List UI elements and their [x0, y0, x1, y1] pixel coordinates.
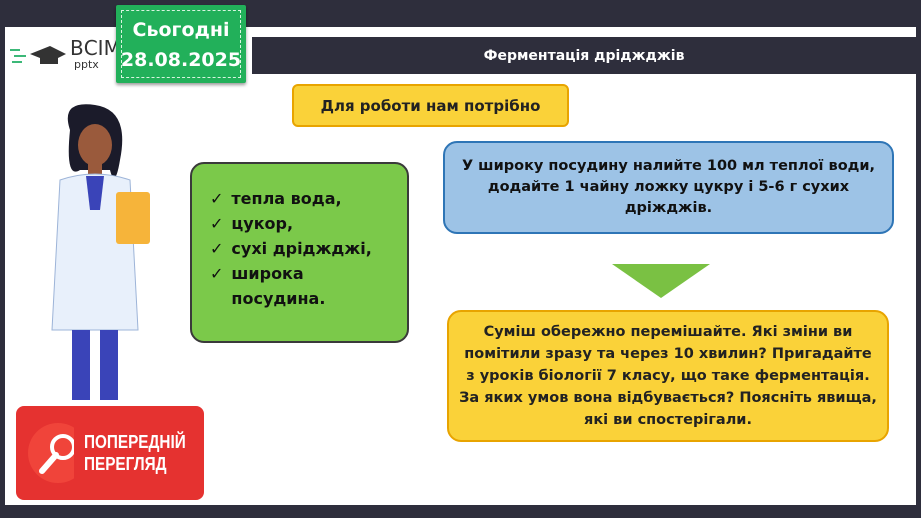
instruction-text: У широку посудину налийте 100 мл теплої … [461, 158, 876, 216]
list-item: ✓ тепла вода, [210, 186, 407, 211]
list-item: ✓ широка посудина. [210, 261, 407, 311]
item-text: сухі дріджджі, [231, 239, 372, 258]
check-icon: ✓ [210, 239, 224, 258]
item-text: тепла вода, [231, 189, 342, 208]
date-value: 28.08.2025 [120, 49, 242, 71]
item-text: широка посудина. [231, 264, 326, 308]
date-tag: Сьогодні 28.08.2025 [116, 5, 246, 83]
check-icon: ✓ [210, 264, 224, 283]
check-icon: ✓ [210, 189, 224, 208]
materials-list: ✓ тепла вода, ✓ цукор, ✓ сухі дріджджі, ✓ ши… [190, 162, 409, 343]
item-text: цукор, [231, 214, 294, 233]
arrow-down-icon [612, 264, 710, 298]
preview-line1: ПОПЕРЕДНІЙ [84, 432, 187, 452]
check-icon: ✓ [210, 214, 224, 233]
list-item: ✓ цукор, [210, 211, 407, 236]
instruction-box: У широку посудину налийте 100 мл теплої … [443, 141, 894, 234]
materials-heading: Для роботи нам потрібно [292, 84, 569, 127]
logo-text: ВСІМ [70, 36, 121, 60]
magnifier-icon [28, 423, 75, 483]
graduation-cap-icon [10, 45, 66, 64]
preview-line2: ПЕРЕГЛЯД [84, 454, 167, 474]
question-text: Суміш обережно перемішайте. Які зміни ви… [459, 324, 877, 428]
scientist-illustration [51, 104, 150, 400]
list-item: ✓ сухі дріджджі, [210, 236, 407, 261]
page-title: Ферментація дріджджів [252, 37, 916, 74]
question-box: Суміш обережно перемішайте. Які зміни ви… [447, 310, 889, 442]
logo-subtext: pptx [74, 58, 99, 71]
date-label: Сьогодні [132, 19, 230, 41]
